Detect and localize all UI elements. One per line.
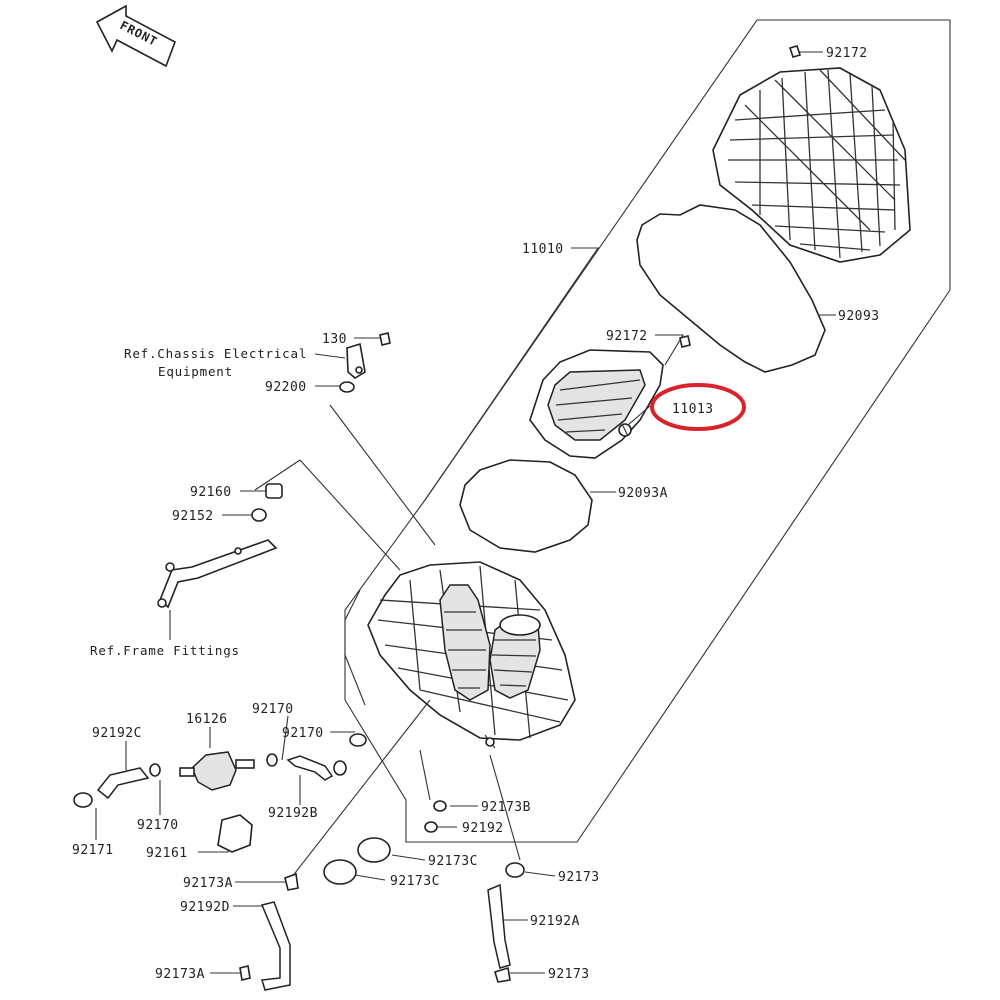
air-filter-element-part [529,349,664,459]
part-label: 11013 [672,402,714,417]
part-label: 92192 [462,821,504,836]
part-label: 92173C [428,854,478,869]
part-label: 92192B [268,806,318,821]
part-label: 92173 [548,967,590,982]
hose-92192c-part [96,767,150,800]
gasket-92093a-part [459,459,593,553]
hose-92192b-part [286,755,334,781]
lower-housing-part [367,561,576,749]
assembly-outline [344,19,951,843]
part-label: 92173 [558,870,600,885]
ref-chassis-label-line2: Equipment [158,364,233,379]
part-label: 92173B [481,800,531,815]
frame-bracket-part [159,539,278,609]
part-label: 130 [322,332,347,347]
ref-chassis-label: Ref.Chassis Electrical [124,346,307,361]
part-label: 92192C [92,726,142,741]
part-label: 92192A [530,914,580,929]
highlight-callout [650,383,746,431]
front-arrow-icon: FRONT [95,4,176,68]
hardware-parts [251,45,802,522]
part-label: 92173C [390,874,440,889]
part-label: 92170 [137,818,179,833]
ref-frame-label: Ref.Frame Fittings [90,643,240,658]
part-label: 92152 [172,509,214,524]
part-label: 16126 [186,712,228,727]
part-label: 92093A [618,486,668,501]
leader-lines [95,51,836,974]
part-label: 92161 [146,846,188,861]
gasket-92093-part [636,204,826,373]
part-label: 92171 [72,843,114,858]
part-label: 92173A [155,967,205,982]
part-label: 92170 [282,726,324,741]
clamp-parts [73,733,525,983]
part-label: 92192D [180,900,230,915]
part-label: 92170 [252,702,294,717]
part-label: 92200 [265,380,307,395]
part-label: 92172 [826,46,868,61]
upper-housing-part [712,67,911,263]
part-label: 92093 [838,309,880,324]
part-labels: 92172 11010 92093 92172 11013 92093A 130… [72,46,880,982]
part-label: 92173A [183,876,233,891]
part-label: 11010 [522,242,564,257]
part-label: 92160 [190,485,232,500]
valve-16126-part [179,751,255,853]
hose-92192a-part [487,883,511,969]
part-label: 92172 [606,329,648,344]
ref-chassis-leader [314,353,346,359]
hose-92192d-part [260,901,291,991]
